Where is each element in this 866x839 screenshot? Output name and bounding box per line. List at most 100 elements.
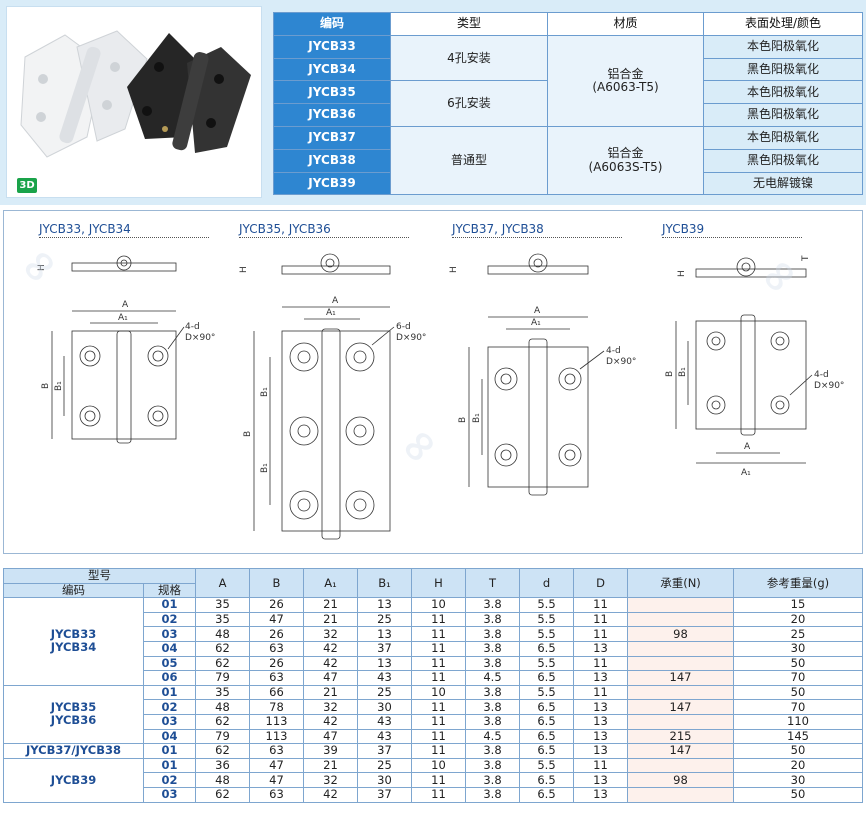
value-cell <box>627 640 734 657</box>
value-cell: 11 <box>411 743 466 759</box>
value-cell: 62 <box>195 786 250 803</box>
value-cell: 3.8 <box>465 786 520 803</box>
value-cell: 47 <box>249 611 304 628</box>
value-cell: 13 <box>357 597 412 613</box>
svg-text:B: B <box>458 417 468 423</box>
svg-text:B: B <box>665 371 675 377</box>
value-cell: 20 <box>733 757 863 774</box>
value-cell: 37 <box>357 786 412 803</box>
value-cell: 13 <box>573 699 628 715</box>
value-cell: 215 <box>627 728 734 745</box>
value-cell: 10 <box>411 684 466 701</box>
drawing-label: JYCB33, JYCB34 <box>39 222 209 238</box>
col-header: 承重(N) <box>627 567 734 599</box>
value-cell: 32 <box>303 699 358 715</box>
value-cell: 63 <box>249 743 304 759</box>
svg-text:A₁: A₁ <box>741 468 751 478</box>
value-cell: 50 <box>733 684 863 701</box>
col-header: T <box>465 567 520 599</box>
value-cell: 47 <box>249 772 304 788</box>
svg-text:A: A <box>332 296 339 306</box>
value-cell: 13 <box>573 786 628 803</box>
value-cell: 25 <box>733 626 863 642</box>
spec-cell: 01 <box>143 597 196 613</box>
svg-text:B₁: B₁ <box>260 387 270 397</box>
svg-text:6-d: 6-d <box>396 322 411 332</box>
value-cell: 25 <box>357 611 412 628</box>
value-cell: 11 <box>573 757 628 774</box>
product-header-panel: 3D 编码 类型 材质 表面处理/颜色 JYCB33 4孔安装 铝合金 (A60… <box>0 0 866 205</box>
finish-cell: 本色阳极氧化 <box>703 80 863 105</box>
value-cell: 11 <box>411 699 466 715</box>
value-cell: 6.5 <box>519 786 574 803</box>
value-cell: 62 <box>195 655 250 672</box>
code-cell: JYCB38 <box>273 148 391 173</box>
svg-text:B₁: B₁ <box>678 367 688 377</box>
svg-text:B₁: B₁ <box>472 413 482 423</box>
value-cell: 42 <box>303 713 358 730</box>
value-cell: 11 <box>411 611 466 628</box>
value-cell: 13 <box>573 640 628 657</box>
code-cell: JYCB39 <box>273 171 391 196</box>
value-cell: 3.8 <box>465 699 520 715</box>
value-cell: 11 <box>411 713 466 730</box>
value-cell: 3.8 <box>465 713 520 730</box>
hinge-drawings: AA₁ B B₁ H 4-dD×90° AA₁ B B₁ B₁ H <box>37 253 844 540</box>
value-cell: 48 <box>195 699 250 715</box>
value-cell: 3.8 <box>465 597 520 613</box>
value-cell: 21 <box>303 757 358 774</box>
svg-text:D×90°: D×90° <box>396 333 426 343</box>
value-cell: 147 <box>627 699 734 715</box>
value-cell: 5.5 <box>519 684 574 701</box>
value-cell: 30 <box>733 772 863 788</box>
value-cell: 70 <box>733 699 863 715</box>
finish-cell: 黑色阳极氧化 <box>703 103 863 127</box>
value-cell <box>627 713 734 730</box>
value-cell: 11 <box>411 640 466 657</box>
drawing-jycb35-36: AA₁ B B₁ B₁ H 6-dD×90° <box>239 253 426 540</box>
value-cell: 47 <box>249 757 304 774</box>
value-cell: 21 <box>303 611 358 628</box>
header-model-group: 型号 <box>3 568 196 584</box>
value-cell: 6.5 <box>519 670 574 686</box>
svg-text:A₁: A₁ <box>531 318 541 328</box>
spec-cell: 06 <box>143 670 196 686</box>
value-cell: 11 <box>573 655 628 672</box>
value-cell: 3.8 <box>465 640 520 657</box>
finish-cell: 黑色阳极氧化 <box>703 148 863 173</box>
value-cell: 6.5 <box>519 772 574 788</box>
spec-cell: 04 <box>143 640 196 657</box>
value-cell: 30 <box>357 772 412 788</box>
value-cell: 3.8 <box>465 655 520 672</box>
value-cell: 42 <box>303 786 358 803</box>
value-cell: 11 <box>411 670 466 686</box>
product-type-table: 编码 类型 材质 表面处理/颜色 JYCB33 4孔安装 铝合金 (A6063-… <box>273 12 863 196</box>
type-cell: 6孔安装 <box>390 80 548 127</box>
value-cell: 26 <box>249 655 304 672</box>
hinge-photo-illustration <box>20 30 251 158</box>
value-cell: 48 <box>195 626 250 642</box>
value-cell: 147 <box>627 743 734 759</box>
value-cell: 39 <box>303 743 358 759</box>
value-cell <box>627 757 734 774</box>
value-cell: 78 <box>249 699 304 715</box>
spec-cell: 01 <box>143 743 196 759</box>
value-cell: 13 <box>573 670 628 686</box>
model-code-cell: JYCB39 <box>3 757 144 803</box>
value-cell: 47 <box>303 670 358 686</box>
spec-cell: 05 <box>143 655 196 672</box>
code-cell: JYCB33 <box>273 34 391 59</box>
value-cell: 6.5 <box>519 713 574 730</box>
value-cell: 11 <box>411 728 466 745</box>
value-cell: 62 <box>195 743 250 759</box>
value-cell: 3.8 <box>465 684 520 701</box>
svg-text:A₁: A₁ <box>118 313 128 323</box>
value-cell: 63 <box>249 640 304 657</box>
value-cell: 43 <box>357 713 412 730</box>
